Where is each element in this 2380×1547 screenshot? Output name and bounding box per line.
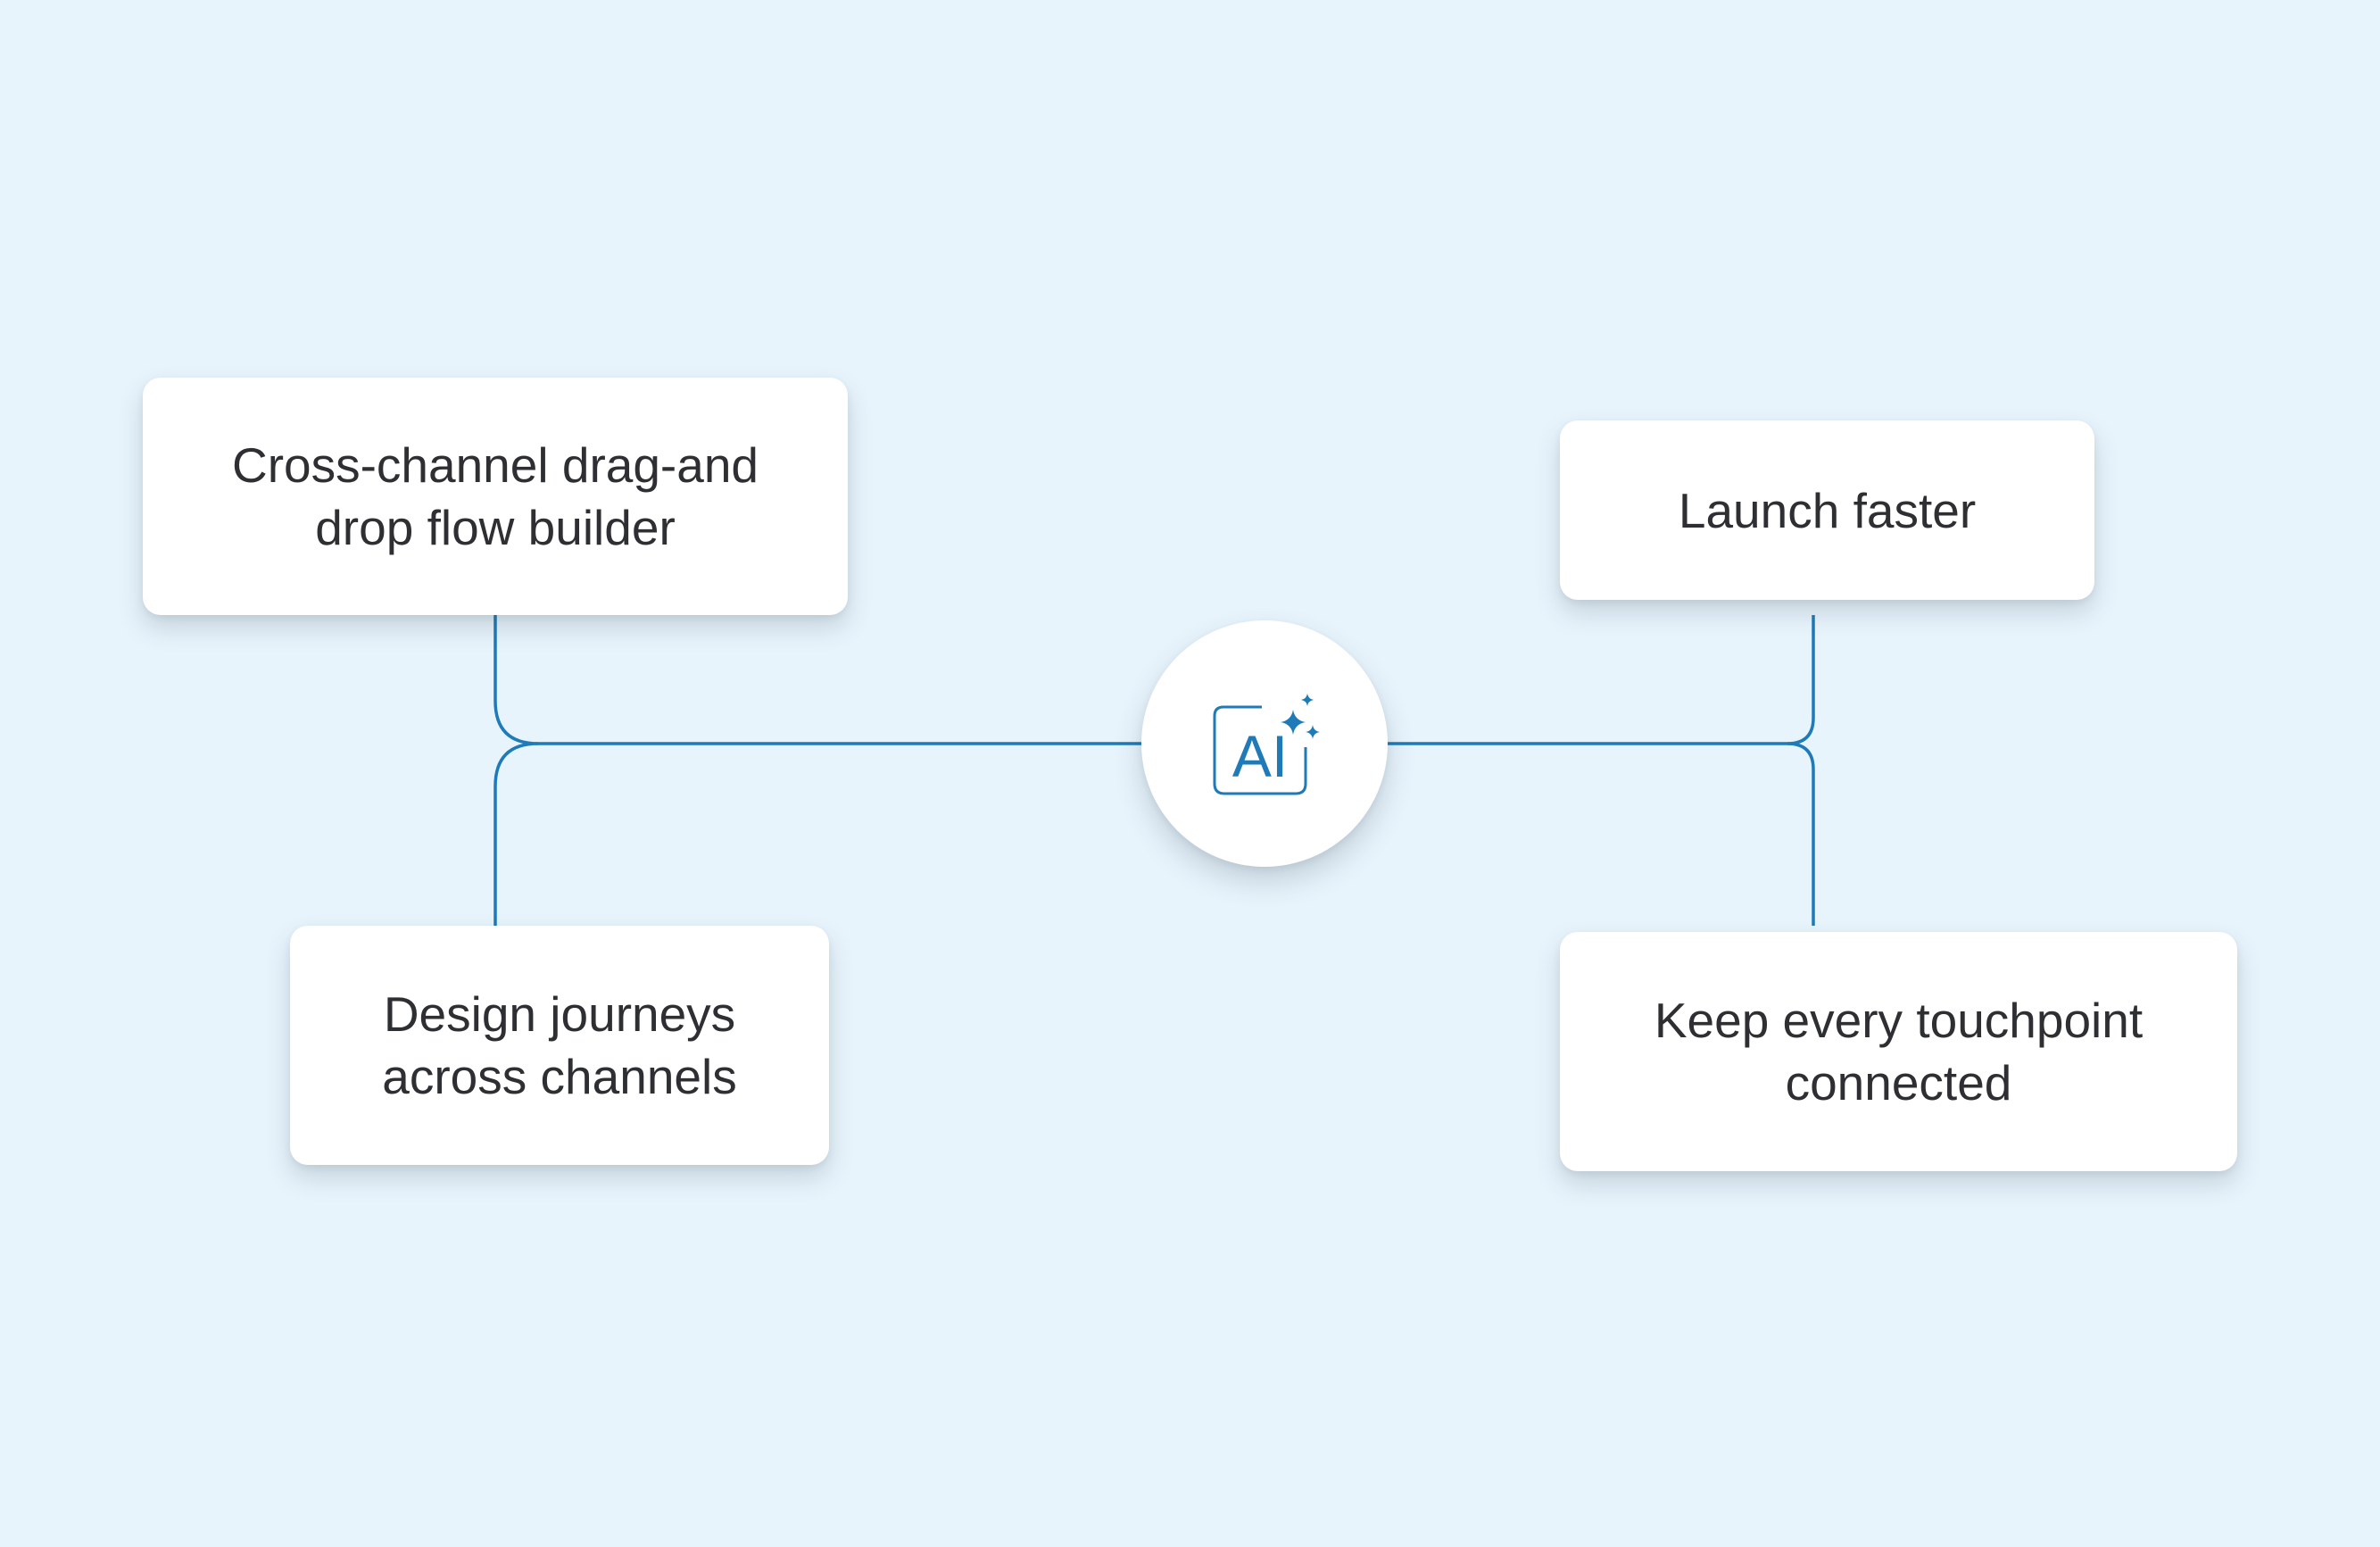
sparkle-small-right: [1306, 725, 1320, 739]
card-label: Keep every touchpoint connected: [1654, 993, 2144, 1110]
connector-bottom-left: [493, 742, 539, 926]
sparkle-large: [1281, 710, 1306, 735]
card-cross-channel-builder: Cross-channel drag-and drop flow builder: [143, 378, 848, 615]
card-label: Cross-channel drag-and drop flow builder: [231, 437, 759, 555]
connector-top-left: [493, 615, 539, 745]
card-label: Launch faster: [1678, 482, 1977, 538]
card-label: Design journeys across channels: [382, 986, 737, 1104]
ai-hub: AI: [1141, 620, 1388, 867]
ai-sparkle-icon: AI: [1213, 694, 1320, 795]
card-design-journeys: Design journeys across channels: [290, 926, 829, 1165]
sparkle-small-top: [1301, 694, 1314, 706]
card-touchpoint-connected: Keep every touchpoint connected: [1560, 932, 2237, 1171]
hub-label: AI: [1232, 723, 1288, 789]
card-launch-faster: Launch faster: [1560, 420, 2094, 600]
connector-top-right: [1787, 615, 1815, 745]
connector-bottom-right: [1787, 742, 1815, 926]
